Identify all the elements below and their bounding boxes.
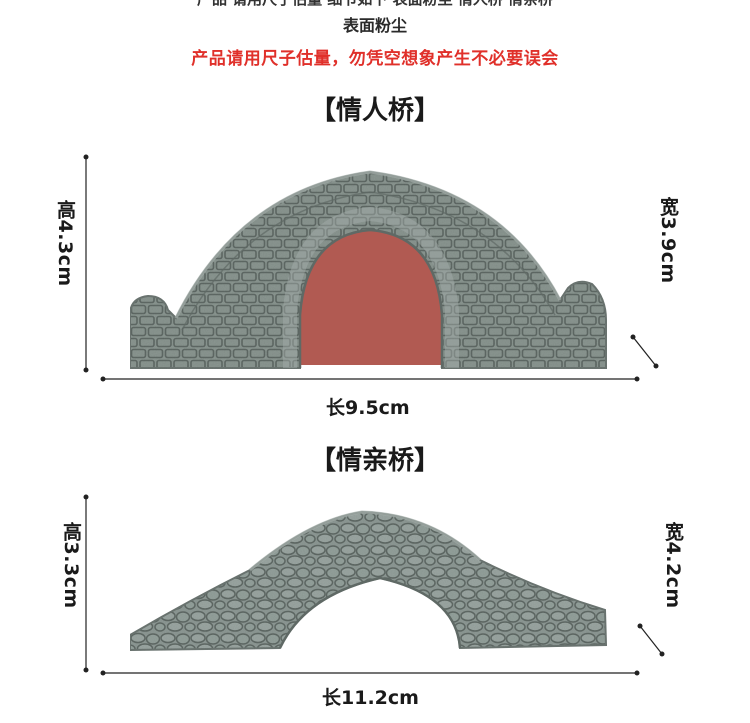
cut-off-text: 产品 请用尺子估量 细节如下 表面粉尘 情人桥 情亲桥 <box>0 0 750 8</box>
depth-line-2-bottom-dot <box>659 651 665 657</box>
depth-line-2 <box>639 625 663 655</box>
arch-band <box>283 206 459 368</box>
width-label-1: 宽3.9cm <box>657 197 679 284</box>
height-line-1-bottom-dot <box>83 367 89 373</box>
length-label-2: 长11.2cm <box>322 687 419 709</box>
depth-line-2-top-dot <box>637 623 643 629</box>
length-line-1-right-dot <box>634 376 640 382</box>
length-line-1-left-dot <box>100 376 106 382</box>
length-line-2-left-dot <box>100 670 106 676</box>
length-line-2-right-dot <box>634 670 640 676</box>
width-label-2: 宽4.2cm <box>662 522 684 609</box>
height-label-1: 高4.3cm <box>54 200 76 287</box>
height-line-1-top-dot <box>83 154 89 160</box>
depth-line-1-bottom-dot <box>653 363 659 369</box>
length-label-1: 长9.5cm <box>326 397 410 419</box>
lovers-bridge-image <box>130 170 607 369</box>
depth-line-1 <box>632 336 657 367</box>
height-label-2: 高3.3cm <box>60 522 82 609</box>
warning-text: 产品请用尺子估量，勿凭空想象产生不必要误会 <box>191 49 559 69</box>
product-title-family-bridge: 【情亲桥】 <box>309 446 440 476</box>
subtitle: 表面粉尘 <box>342 16 407 35</box>
product-title-lovers-bridge: 【情人桥】 <box>309 96 440 126</box>
height-line-2-bottom-dot <box>83 667 89 673</box>
height-line-2-top-dot <box>83 494 89 500</box>
depth-line-1-top-dot <box>630 334 636 340</box>
family-bridge-image <box>130 510 608 652</box>
